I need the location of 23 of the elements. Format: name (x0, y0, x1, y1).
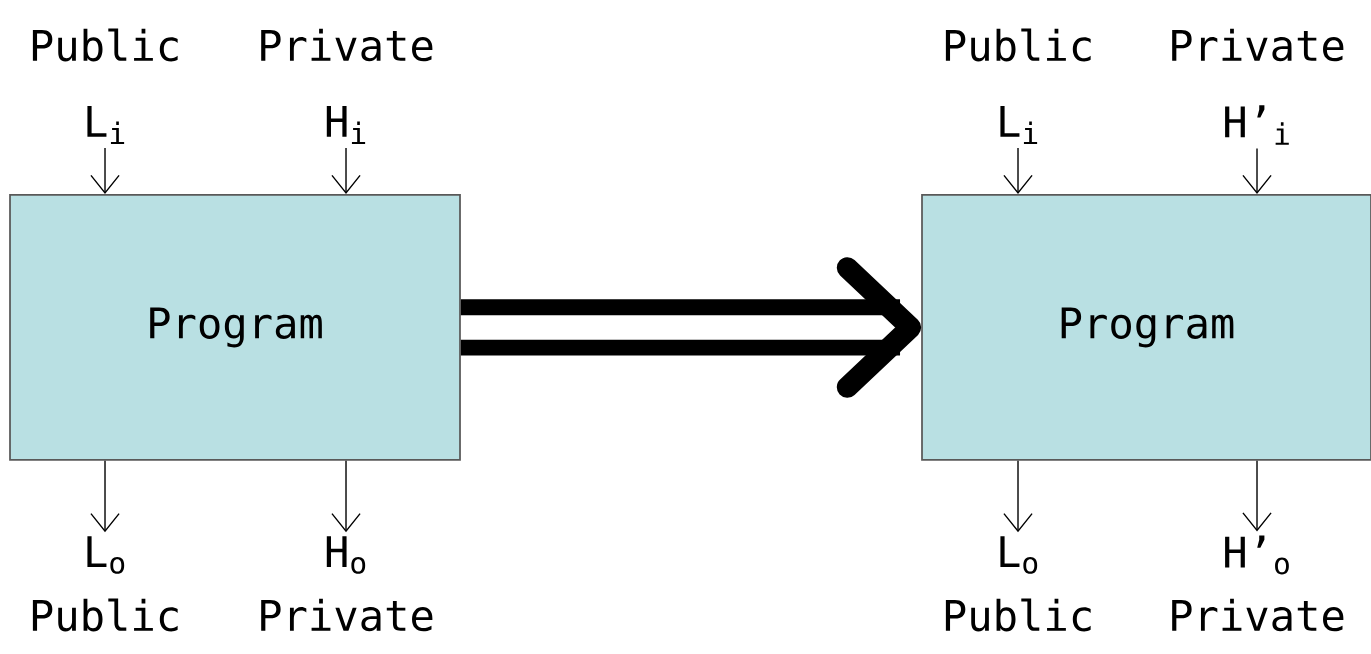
channel-label: Public (32, 28, 178, 62)
variable-label: L$_{o}$ (87, 536, 125, 574)
channel-label: Public (945, 598, 1091, 632)
variable-label: H’$_{o}$ (1225, 535, 1289, 575)
implication-arrow (460, 257, 922, 398)
arrow (1003, 460, 1033, 533)
channel-label: Private (1172, 598, 1344, 632)
arrow (331, 460, 361, 533)
channel-label: Private (261, 598, 433, 632)
variable-label: H$_{o}$ (326, 536, 366, 574)
variable-label: H’$_{i}$ (1225, 105, 1289, 145)
channel-label: Public (32, 598, 178, 632)
variable-label: L$_{o}$ (1000, 536, 1038, 574)
channel-label: Private (261, 28, 433, 62)
program-box: Program (921, 194, 1371, 461)
variable-label: L$_{i}$ (87, 105, 125, 145)
arrow (1242, 460, 1272, 532)
arrow (90, 460, 120, 533)
variable-label: H$_{i}$ (326, 105, 366, 145)
channel-label: Private (1172, 28, 1344, 62)
program-box: Program (9, 194, 461, 461)
variable-label: L$_{i}$ (1000, 105, 1038, 145)
channel-label: Public (945, 28, 1091, 62)
